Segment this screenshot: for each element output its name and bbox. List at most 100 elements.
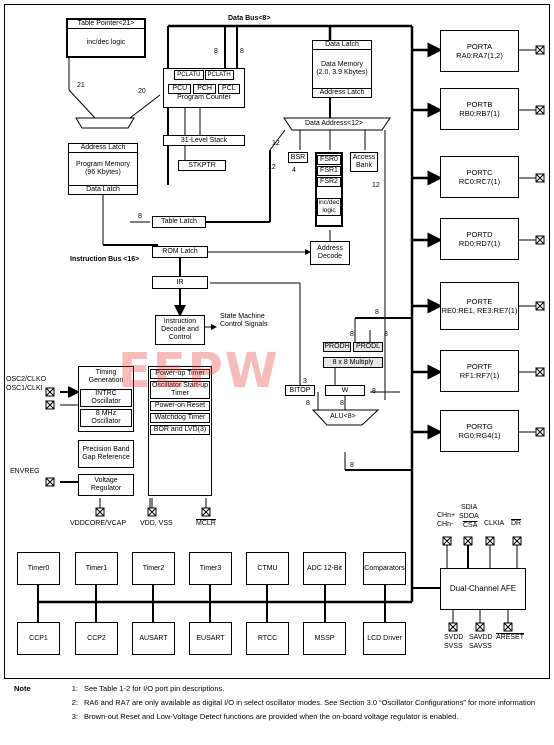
wire-label-12a: 12 xyxy=(272,140,280,147)
wire-label-3: 3 xyxy=(303,378,307,385)
wire-label-8c: 8 xyxy=(138,213,142,220)
clkia-pin-label: CLKIA xyxy=(484,520,505,527)
note-label: Note xyxy=(14,684,31,693)
savss-pin-label: SAVSS xyxy=(469,643,492,650)
afe-block: Dual-Channel AFE xyxy=(440,568,526,610)
svss-pin-label: SVSS xyxy=(444,643,463,650)
fsr-block: FSR0 FSR1 FSR2 inc/dec logic xyxy=(315,152,343,227)
stack-block: 31-Level Stack xyxy=(163,135,245,146)
data-address-label: Data Address<12> xyxy=(305,120,363,127)
timing-generation-label: Timing Generation xyxy=(88,369,124,384)
peripheral-bottom-6: LCD Driver xyxy=(363,622,406,655)
notes-section: Note 1: See Table 1-2 for I/O port pin d… xyxy=(14,684,544,722)
dr-pin-label: DR xyxy=(511,520,522,527)
bor-lvd-block: BOR and LVD(3) xyxy=(150,425,210,435)
port-name: PORTG xyxy=(466,422,493,431)
data-latch-label: Data Latch xyxy=(69,185,137,194)
address-latch-label: Address Latch xyxy=(69,144,137,153)
peripheral-top-0: Timer0 xyxy=(17,552,60,585)
wire-label-12b: 12 xyxy=(372,182,380,189)
fsr-incdec-logic: inc/dec logic xyxy=(317,198,341,216)
diagram-frame xyxy=(4,4,550,679)
osc2-pin-label: OSC2/CLKO xyxy=(6,376,47,383)
peripheral-top-2: Timer2 xyxy=(132,552,175,585)
table-pointer-block: Table Pointer<21> inc/dec logic xyxy=(66,18,146,58)
note-row-2: 2: RA6 and RA7 are only available as dig… xyxy=(14,698,544,708)
program-memory-block: Address Latch Program Memory (96 Kbytes)… xyxy=(68,143,138,195)
chp-pin-label: CHn+ xyxy=(437,512,456,519)
sdoa-pin-label: SDOA xyxy=(459,513,479,520)
data-memory-block: Data Latch Data Memory (2.0, 3.9 Kbytes)… xyxy=(312,40,372,98)
wire-label-8d: 8 xyxy=(375,309,379,316)
envreg-pin-label: ENVREG xyxy=(10,468,40,475)
port-name: PORTD xyxy=(466,230,493,239)
mclr-pin-label: MCLR xyxy=(196,520,216,527)
pch-register: PCH xyxy=(193,84,216,94)
poweron-reset-block: Power-on Reset xyxy=(150,401,210,411)
port-pins: RA0:RA7(1,2) xyxy=(456,51,503,60)
note-text-1: See Table 1-2 for I/O port pin descripti… xyxy=(84,684,225,693)
sdia-pin-label: SDIA xyxy=(461,504,478,511)
note-num-1: 1: xyxy=(71,684,78,693)
program-memory-label: Program Memory (96 Kbytes) xyxy=(75,161,131,176)
note-row-1: Note 1: See Table 1-2 for I/O port pin d… xyxy=(14,684,544,694)
wire-label-8b: 8 xyxy=(240,48,244,55)
table-latch-block: Table Latch xyxy=(152,216,206,228)
access-bank-block: Access Bank xyxy=(350,152,378,172)
wire-label-8f: 8 xyxy=(384,331,388,338)
vddcore-pin-label: VDDCORE/VCAP xyxy=(70,520,127,527)
osc-startup-block: Oscillator Start-up Timer xyxy=(150,381,210,399)
note-num-3: 3: xyxy=(71,712,78,721)
alu-label: ALU<8> xyxy=(330,413,356,420)
wire-label-8g: 8 xyxy=(306,400,310,407)
port-pins: RG0:RG4(1) xyxy=(458,431,501,440)
peripheral-bottom-4: RTCC xyxy=(246,622,289,655)
peripheral-bottom-2: AUSART xyxy=(132,622,175,655)
watermark-logo: EEPW xyxy=(118,343,280,399)
watchdog-timer-block: Watchdog Timer xyxy=(150,413,210,423)
ir-register: IR xyxy=(152,276,208,289)
wire-label-8a: 8 xyxy=(214,48,218,55)
pc-row: PCU PCH PCL xyxy=(168,84,240,94)
table-pointer-incdec: inc/dec logic xyxy=(86,38,126,46)
osc1-pin-label: OSC1/CLKI xyxy=(6,385,43,392)
instruction-bus-label: Instruction Bus <16> xyxy=(70,256,140,263)
bitop-block: BITOP xyxy=(285,385,315,396)
note-text-2: RA6 and RA7 are only available as digita… xyxy=(84,698,536,707)
precision-reference-block: Precision Band Gap Reference xyxy=(78,440,134,468)
note-row-3: 3: Brown-out Reset and Low-Voltage Detec… xyxy=(14,712,544,722)
data-memory-label: Data Memory (2.0, 3.9 Kbytes) xyxy=(316,61,368,76)
peripheral-bottom-1: CCP2 xyxy=(75,622,118,655)
rom-latch-block: ROM Latch xyxy=(152,246,208,258)
port-pins: RB0:RB7(1) xyxy=(459,109,500,118)
vddvss-pin-label: VDD, VSS xyxy=(140,520,173,527)
instruction-decode-block: Instruction Decode and Control xyxy=(155,315,205,345)
pclath-register: PCLATH xyxy=(204,70,234,80)
areset-pin-label: ARESET xyxy=(496,634,525,641)
wire-label-8h: 8 xyxy=(340,400,344,407)
program-counter-label: Program Counter xyxy=(177,94,231,101)
port-name: PORTE xyxy=(466,297,493,306)
peripheral-top-5: ADC 12-Bit xyxy=(303,552,346,585)
timing-generation-block: Timing Generation INTRC Oscillator 8 MHz… xyxy=(78,366,134,432)
table-pointer-label: Table Pointer<21> xyxy=(68,20,144,29)
dm-data-latch-label: Data Latch xyxy=(313,41,371,50)
chn-pin-label: CHn- xyxy=(437,521,454,528)
port-pins: RF1:RF7(1) xyxy=(459,371,500,380)
multiply-block: 8 x 8 Multiply xyxy=(323,357,383,368)
peripheral-bottom-3: EUSART xyxy=(189,622,232,655)
dm-address-latch-label: Address Latch xyxy=(313,88,371,97)
port-name: PORTB xyxy=(466,100,493,109)
prodh-register: PRODH xyxy=(323,342,351,352)
pclat-row: PCLATU PCLATH xyxy=(174,70,234,80)
wire-label-8j: 8 xyxy=(350,462,354,469)
peripheral-bottom-5: MSSP xyxy=(303,622,346,655)
pcu-register: PCU xyxy=(168,84,192,94)
peripheral-bottom-0: CCP1 xyxy=(17,622,60,655)
